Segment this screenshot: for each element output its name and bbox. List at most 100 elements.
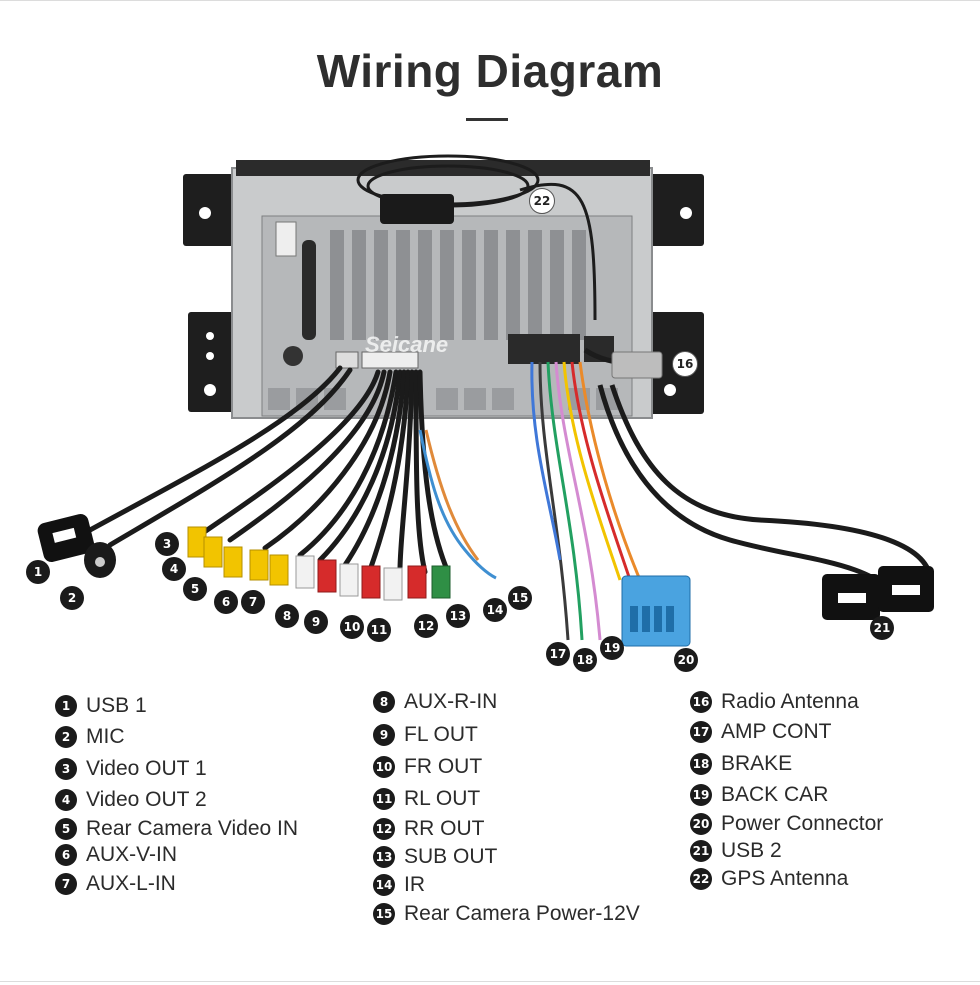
legend-item: 16 Radio Antenna — [690, 690, 859, 714]
legend-label: BACK CAR — [721, 783, 829, 806]
legend-item: 7 AUX-L-IN — [55, 872, 176, 896]
callout-20: 20 — [674, 648, 698, 672]
legend-label: IR — [404, 873, 425, 896]
legend-item: 4 Video OUT 2 — [55, 788, 207, 812]
legend-badge: 6 — [55, 844, 77, 866]
legend-item: 15 Rear Camera Power-12V — [373, 902, 640, 926]
legend-item: 12 RR OUT — [373, 817, 485, 841]
legend-label: Power Connector — [721, 812, 884, 835]
legend-badge: 15 — [373, 903, 395, 925]
legend-item: 9 FL OUT — [373, 723, 478, 747]
legend-label: MIC — [86, 725, 125, 748]
callout-16: 16 — [672, 351, 698, 377]
legend-item: 5 Rear Camera Video IN — [55, 817, 298, 841]
callout-21: 21 — [870, 616, 894, 640]
legend-item: 21 USB 2 — [690, 839, 782, 863]
legend-badge: 8 — [373, 691, 395, 713]
callout-15: 15 — [508, 586, 532, 610]
legend-label: Video OUT 2 — [86, 788, 207, 811]
legend-item: 14 IR — [373, 873, 425, 897]
legend-badge: 11 — [373, 788, 395, 810]
gps-antenna-module — [380, 194, 454, 224]
legend-label: FL OUT — [404, 723, 478, 746]
callout-3: 3 — [155, 532, 179, 556]
legend-label: RR OUT — [404, 817, 485, 840]
legend-badge: 19 — [690, 784, 712, 806]
legend-item: 1 USB 1 — [55, 694, 147, 718]
callout-12: 12 — [414, 614, 438, 638]
legend-item: 18 BRAKE — [690, 752, 792, 776]
callout-6: 6 — [214, 590, 238, 614]
callout-4: 4 — [162, 557, 186, 581]
legend-label: AUX-L-IN — [86, 872, 176, 895]
legend-item: 17 AMP CONT — [690, 720, 831, 744]
legend-badge: 14 — [373, 874, 395, 896]
bottom-divider — [0, 981, 980, 982]
legend-label: Rear Camera Video IN — [86, 817, 299, 840]
legend-badge: 12 — [373, 818, 395, 840]
legend-item: 20 Power Connector — [690, 812, 883, 836]
legend-badge: 1 — [55, 695, 77, 717]
mounting-bracket-left — [183, 174, 242, 412]
legend-badge: 21 — [690, 840, 712, 862]
watermark: Seicane — [365, 332, 448, 357]
legend-label: Radio Antenna — [721, 690, 859, 713]
wifi-antenna — [302, 240, 316, 340]
legend-badge: 5 — [55, 818, 77, 840]
legend-badge: 13 — [373, 846, 395, 868]
callout-1: 1 — [26, 560, 50, 584]
legend-badge: 17 — [690, 721, 712, 743]
callout-8: 8 — [275, 604, 299, 628]
power-harness-wires — [530, 361, 642, 641]
legend-label: FR OUT — [404, 755, 483, 778]
legend-item: 11 RL OUT — [373, 787, 480, 811]
legend-item: 2 MIC — [55, 725, 125, 749]
callout-10: 10 — [340, 615, 364, 639]
legend-label: BRAKE — [721, 752, 793, 775]
legend-badge: 9 — [373, 724, 395, 746]
page-title: Wiring Diagram — [316, 45, 664, 97]
callout-22: 22 — [529, 188, 555, 214]
title-underline — [466, 118, 508, 121]
legend-badge: 16 — [690, 691, 712, 713]
legend-badge: 10 — [373, 756, 395, 778]
usb-2-cable — [597, 384, 934, 602]
callout-2: 2 — [60, 586, 84, 610]
radio-antenna-adapter — [611, 351, 663, 379]
legend-badge: 3 — [55, 758, 77, 780]
legend-label: Video OUT 1 — [86, 757, 207, 780]
legend-item: 22 GPS Antenna — [690, 867, 848, 891]
legend-badge: 22 — [690, 868, 712, 890]
legend-label: AMP CONT — [721, 720, 832, 743]
legend-badge: 7 — [55, 873, 77, 895]
callout-17: 17 — [546, 642, 570, 666]
legend-item: 13 SUB OUT — [373, 845, 497, 869]
legend-item: 8 AUX-R-IN — [373, 690, 497, 714]
legend-item: 10 FR OUT — [373, 755, 482, 779]
legend-label: SUB OUT — [404, 845, 498, 868]
legend-label: USB 2 — [721, 839, 782, 862]
callout-11: 11 — [367, 618, 391, 642]
callout-7: 7 — [241, 590, 265, 614]
legend-label: AUX-R-IN — [404, 690, 498, 713]
legend-label: AUX-V-IN — [86, 843, 178, 866]
legend-item: 6 AUX-V-IN — [55, 843, 177, 867]
legend-label: USB 1 — [86, 694, 147, 717]
legend-label: RL OUT — [404, 787, 481, 810]
legend-badge: 20 — [690, 813, 712, 835]
legend-label: GPS Antenna — [721, 867, 849, 890]
top-divider — [0, 0, 980, 1]
rca-plugs — [187, 526, 451, 601]
legend-label: Rear Camera Power-12V — [404, 902, 640, 925]
legend-badge: 4 — [55, 789, 77, 811]
callout-19: 19 — [600, 636, 624, 660]
callout-14: 14 — [483, 598, 507, 622]
callout-9: 9 — [304, 610, 328, 634]
legend-item: 19 BACK CAR — [690, 783, 828, 807]
callout-18: 18 — [573, 648, 597, 672]
legend-badge: 2 — [55, 726, 77, 748]
callout-13: 13 — [446, 604, 470, 628]
legend-badge: 18 — [690, 753, 712, 775]
black-cable-bundle — [87, 365, 451, 575]
